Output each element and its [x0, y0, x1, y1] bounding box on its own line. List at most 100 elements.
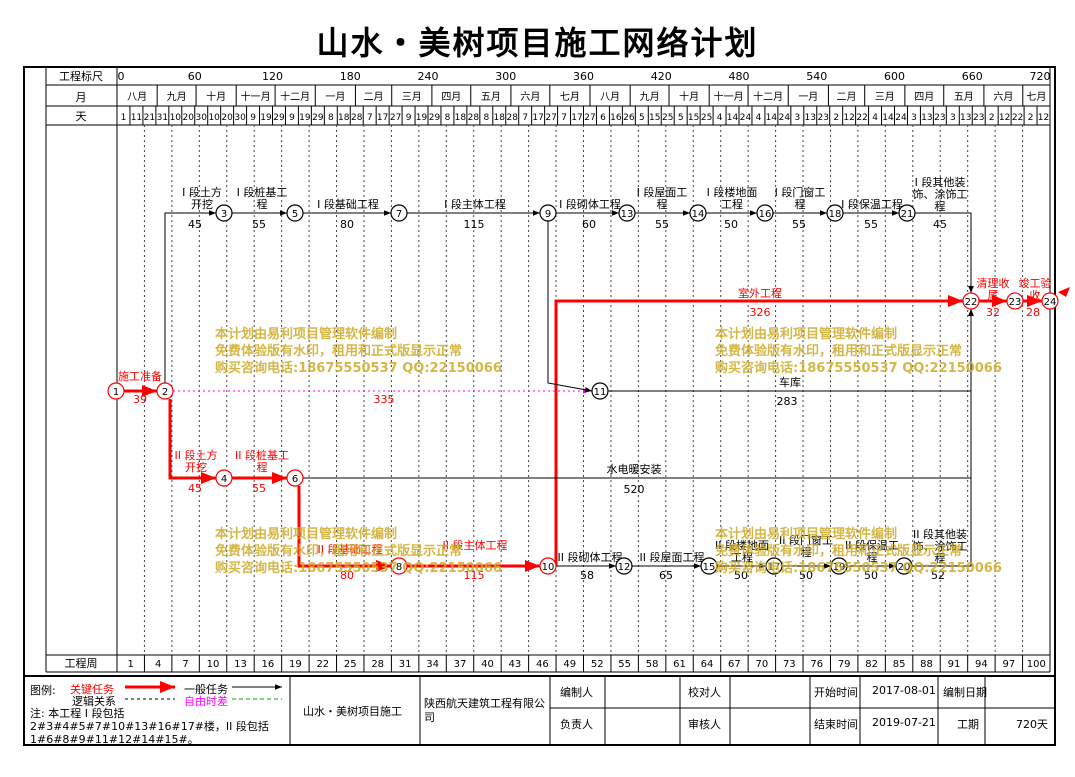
- month-cell: 八月: [600, 91, 620, 103]
- watermark: 本计划由易利项目管理软件编制免费体验版有水印，租用和正式版显示正常购买咨询电话:…: [715, 327, 1002, 376]
- day-cell: 8: [445, 113, 451, 123]
- week-cell: 70: [756, 659, 769, 670]
- day-cell: 20: [183, 113, 195, 123]
- legend-normal: 一般任务: [184, 683, 228, 696]
- legend-critical: 关键任务: [70, 683, 114, 696]
- activity-label: I 段土方: [182, 185, 222, 199]
- month-cell: 十二月: [753, 90, 783, 103]
- month-cell: 十月: [206, 90, 226, 103]
- node-24: 24: [1041, 292, 1059, 310]
- scale-tick: 300: [495, 70, 516, 83]
- legend-free-float: 自由时差: [184, 695, 228, 708]
- node-circle: [286, 469, 304, 487]
- node-18: 18: [826, 204, 844, 222]
- month-cell: 四月: [441, 91, 461, 103]
- node-circle: [156, 382, 174, 400]
- node-circle: [591, 382, 609, 400]
- watermark: 本计划由易利项目管理软件编制免费体验版有水印，租用和正式版显示正常购买咨询电话:…: [215, 327, 502, 376]
- node-circle: [1041, 292, 1059, 310]
- day-cell: 29: [312, 113, 324, 123]
- activity-label: I 段主体工程: [444, 197, 506, 211]
- node-4: 4: [215, 469, 233, 487]
- week-cell: 7: [182, 659, 188, 670]
- node-number: 1: [113, 387, 119, 398]
- activity-label: II 段土方: [175, 448, 218, 462]
- watermark: 本计划由易利项目管理软件编制免费体验版有水印，租用和正式版显示正常购买咨询电话:…: [715, 527, 1002, 576]
- node-number: 24: [1044, 297, 1057, 308]
- week-cell: 43: [509, 659, 522, 670]
- activity-label: I 段桩基工: [237, 185, 288, 199]
- node-circle: [215, 469, 233, 487]
- week-cell: 37: [454, 659, 467, 670]
- month-cell: 三月: [875, 91, 895, 103]
- node-7: 7: [390, 204, 408, 222]
- scale-tick: 660: [962, 70, 983, 83]
- footer-start-value: 2017-08-01: [872, 684, 936, 697]
- scale-tick: 420: [651, 70, 672, 83]
- scale-tick: 240: [418, 70, 439, 83]
- activity-label: II 段桩基工: [235, 448, 289, 462]
- month-cell: 七月: [560, 91, 580, 103]
- node-number: 22: [965, 297, 978, 308]
- month-cell: 九月: [167, 91, 187, 103]
- day-cell: 19: [299, 113, 311, 123]
- node-circle: [700, 557, 718, 575]
- activity-label: 室外工程: [738, 286, 782, 300]
- activity-duration: 50: [864, 569, 878, 582]
- month-cell: 二月: [837, 91, 857, 103]
- activity-arrow: [164, 210, 216, 383]
- week-cell: 85: [893, 659, 906, 670]
- day-cell: 13: [805, 113, 816, 123]
- activity-label: 车库: [779, 375, 801, 389]
- node-circle: [756, 204, 774, 222]
- day-cell: 2: [833, 113, 839, 123]
- node-number: 20: [898, 562, 911, 573]
- month-cell: 四月: [914, 91, 934, 103]
- node-number: 8: [396, 562, 402, 573]
- day-cell: 3: [950, 113, 956, 123]
- week-cell: 55: [618, 659, 631, 670]
- week-cell: 19: [289, 659, 302, 670]
- activity-duration: 32: [986, 306, 1000, 319]
- node-circle: [962, 292, 980, 310]
- footer-period-label: 工期: [957, 718, 979, 731]
- activity-label: I 段基础工程: [317, 197, 379, 211]
- month-cell: 一月: [798, 91, 818, 103]
- footer-company: 陕西航天建筑工程有限公司: [424, 697, 545, 724]
- node-5: 5: [286, 204, 304, 222]
- activity-duration: 39: [133, 393, 147, 406]
- node-circle: [390, 204, 408, 222]
- day-cell: 24: [740, 113, 752, 123]
- node-22: 22: [962, 292, 980, 310]
- day-cell: 5: [639, 113, 645, 123]
- activity-duration: 50: [734, 569, 748, 582]
- month-cell: 六月: [520, 91, 540, 103]
- legend-note: 注: 本工程 I 段包括2#3#4#5#7#10#13#16#17#楼，II 段…: [30, 707, 269, 746]
- node-circle: [539, 557, 557, 575]
- activity-label: II 段楼地面: [715, 538, 769, 552]
- day-cell: 26: [623, 113, 635, 123]
- week-cell: 67: [728, 659, 741, 670]
- scale-label: 工程标尺: [59, 69, 103, 83]
- activity-label: I 段其他装: [915, 175, 966, 189]
- week-cell: 79: [838, 659, 851, 670]
- node-15: 15: [700, 557, 718, 575]
- day-cell: 17: [532, 113, 543, 123]
- week-cell: 4: [155, 659, 161, 670]
- day-cell: 28: [468, 113, 480, 123]
- node-21: 21: [898, 204, 916, 222]
- day-cell: 14: [882, 113, 894, 123]
- day-cell: 15: [688, 113, 699, 123]
- footer-reviewer-label: 审核人: [688, 718, 721, 731]
- month-cell: 十一月: [241, 90, 271, 103]
- node-number: 4: [221, 474, 227, 485]
- node-circle: [895, 557, 913, 575]
- activity-duration: 283: [777, 395, 798, 408]
- week-cell: 52: [591, 659, 604, 670]
- day-cell: 23: [934, 113, 945, 123]
- activity-label: I 段屋面工: [637, 185, 688, 199]
- day-cell: 29: [273, 113, 285, 123]
- day-cell: 14: [766, 113, 778, 123]
- week-cell: 1: [128, 659, 134, 670]
- activity-duration: 55: [864, 218, 878, 231]
